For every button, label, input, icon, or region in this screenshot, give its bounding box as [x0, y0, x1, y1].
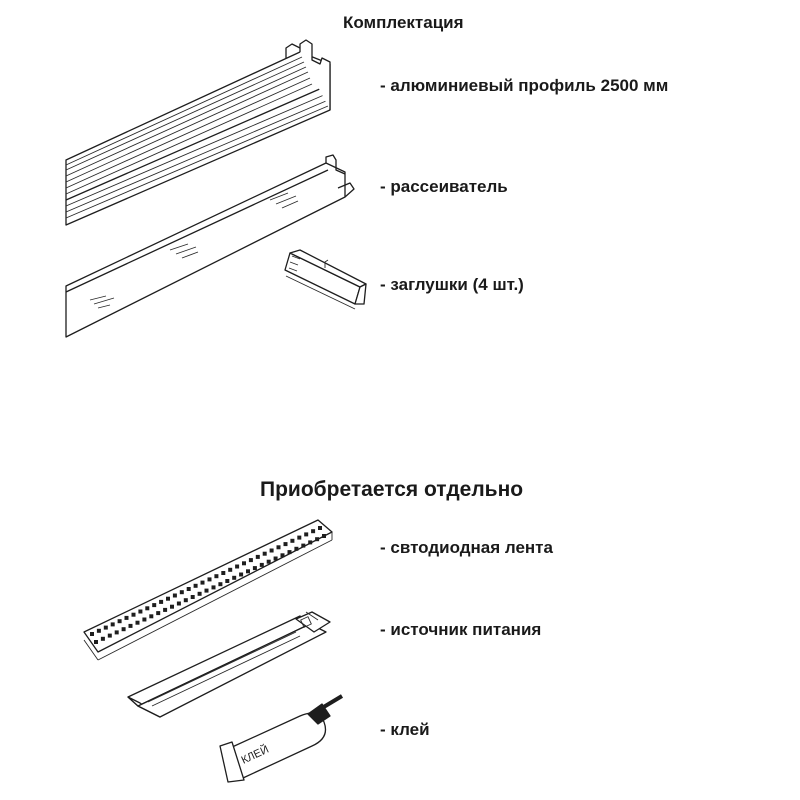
led-strip-hole: [193, 583, 198, 588]
led-strip-hole: [315, 537, 320, 542]
kit-item-aluminum-profile: - алюминиевый профиль 2500 мм: [380, 76, 669, 95]
led-strip-hole: [90, 632, 94, 636]
led-strip-hole: [170, 604, 174, 609]
led-strip-hole: [252, 566, 257, 571]
led-strip-hole: [200, 580, 205, 585]
led-strip-hole: [197, 591, 202, 596]
led-strip-hole: [280, 553, 285, 558]
led-strip-hole: [138, 609, 143, 614]
led-strip-hole: [156, 611, 161, 616]
led-strip-hole: [266, 559, 271, 564]
led-strip-hole: [290, 538, 295, 543]
led-strip-hole: [294, 546, 299, 551]
led-strip-hole: [172, 593, 177, 598]
led-strip-hole: [176, 601, 181, 606]
led-strip-hole: [149, 614, 154, 619]
led-strip-hole: [232, 575, 237, 580]
led-strip-hole: [297, 535, 302, 540]
led-strip-hole: [322, 534, 326, 538]
led-strip-hole: [183, 598, 188, 603]
led-strip-hole: [124, 615, 129, 620]
end-caps-icon: [284, 249, 367, 310]
kit-title: Комплектация: [343, 13, 464, 32]
led-strip-hole: [218, 582, 223, 587]
led-strip-hole: [204, 588, 209, 593]
led-strip-hole: [128, 623, 133, 628]
led-strip-hole: [211, 585, 216, 590]
led-strip-hole: [121, 627, 126, 632]
power-supply-icon: [127, 611, 331, 718]
diffuser-icon: [65, 154, 355, 338]
separately-item-glue: - клей: [380, 720, 430, 739]
led-strip-hole: [287, 550, 292, 555]
led-strip-hole: [308, 540, 313, 545]
led-strip-hole: [269, 548, 274, 553]
led-strip-hole: [131, 612, 136, 617]
led-strip-hole: [304, 532, 309, 537]
led-strip-hole: [186, 587, 191, 591]
led-strip-hole: [318, 526, 322, 530]
separately-title: Приобретается отдельно: [260, 478, 524, 501]
led-strip-hole: [273, 556, 278, 561]
led-strip-hole: [228, 567, 233, 572]
led-strip-hole: [110, 622, 115, 627]
led-strip-hole: [103, 625, 108, 630]
aluminum-profile-icon: [65, 39, 331, 226]
led-strip-hole: [100, 636, 105, 641]
led-strip-hole: [255, 554, 260, 559]
led-strip-hole: [114, 630, 119, 635]
led-strip-hole: [262, 551, 267, 556]
led-strip-hole: [242, 561, 246, 566]
led-strip-hole: [117, 619, 122, 624]
led-strip-hole: [276, 545, 281, 550]
separately-item-power-supply: - источник питания: [380, 620, 542, 639]
led-strip-hole: [107, 633, 112, 638]
led-strip-hole: [225, 579, 230, 583]
kit-item-end-caps: - заглушки (4 шт.): [380, 275, 524, 294]
led-strip-hole: [94, 640, 98, 644]
led-strip-hole: [301, 543, 306, 548]
led-strip-hole: [190, 595, 195, 599]
glue-tube-icon: КЛЕЙ: [219, 694, 344, 783]
led-strip-hole: [239, 572, 244, 577]
led-strip-hole: [179, 590, 184, 595]
led-strip-hole: [214, 574, 219, 579]
led-strip-hole: [235, 564, 240, 569]
led-strip-icon: [83, 519, 333, 661]
led-strip-hole: [152, 603, 157, 608]
separately-item-led-strip: - свтодиодная лента: [380, 538, 553, 557]
led-strip-hole: [145, 606, 150, 611]
led-strip-hole: [259, 562, 264, 567]
led-strip-hole: [96, 628, 101, 633]
led-strip-hole: [283, 542, 288, 547]
led-strip-hole: [142, 617, 147, 622]
led-strip-hole: [221, 571, 226, 575]
led-strip-hole: [135, 620, 140, 625]
led-strip-hole: [311, 529, 316, 534]
led-strip-hole: [207, 577, 212, 582]
led-strip-hole: [159, 599, 164, 604]
kit-item-diffuser: - рассеиватель: [380, 177, 508, 196]
led-strip-hole: [166, 596, 170, 601]
led-strip-hole: [248, 558, 253, 563]
led-strip-hole: [246, 569, 250, 574]
led-strip-hole: [163, 607, 168, 612]
